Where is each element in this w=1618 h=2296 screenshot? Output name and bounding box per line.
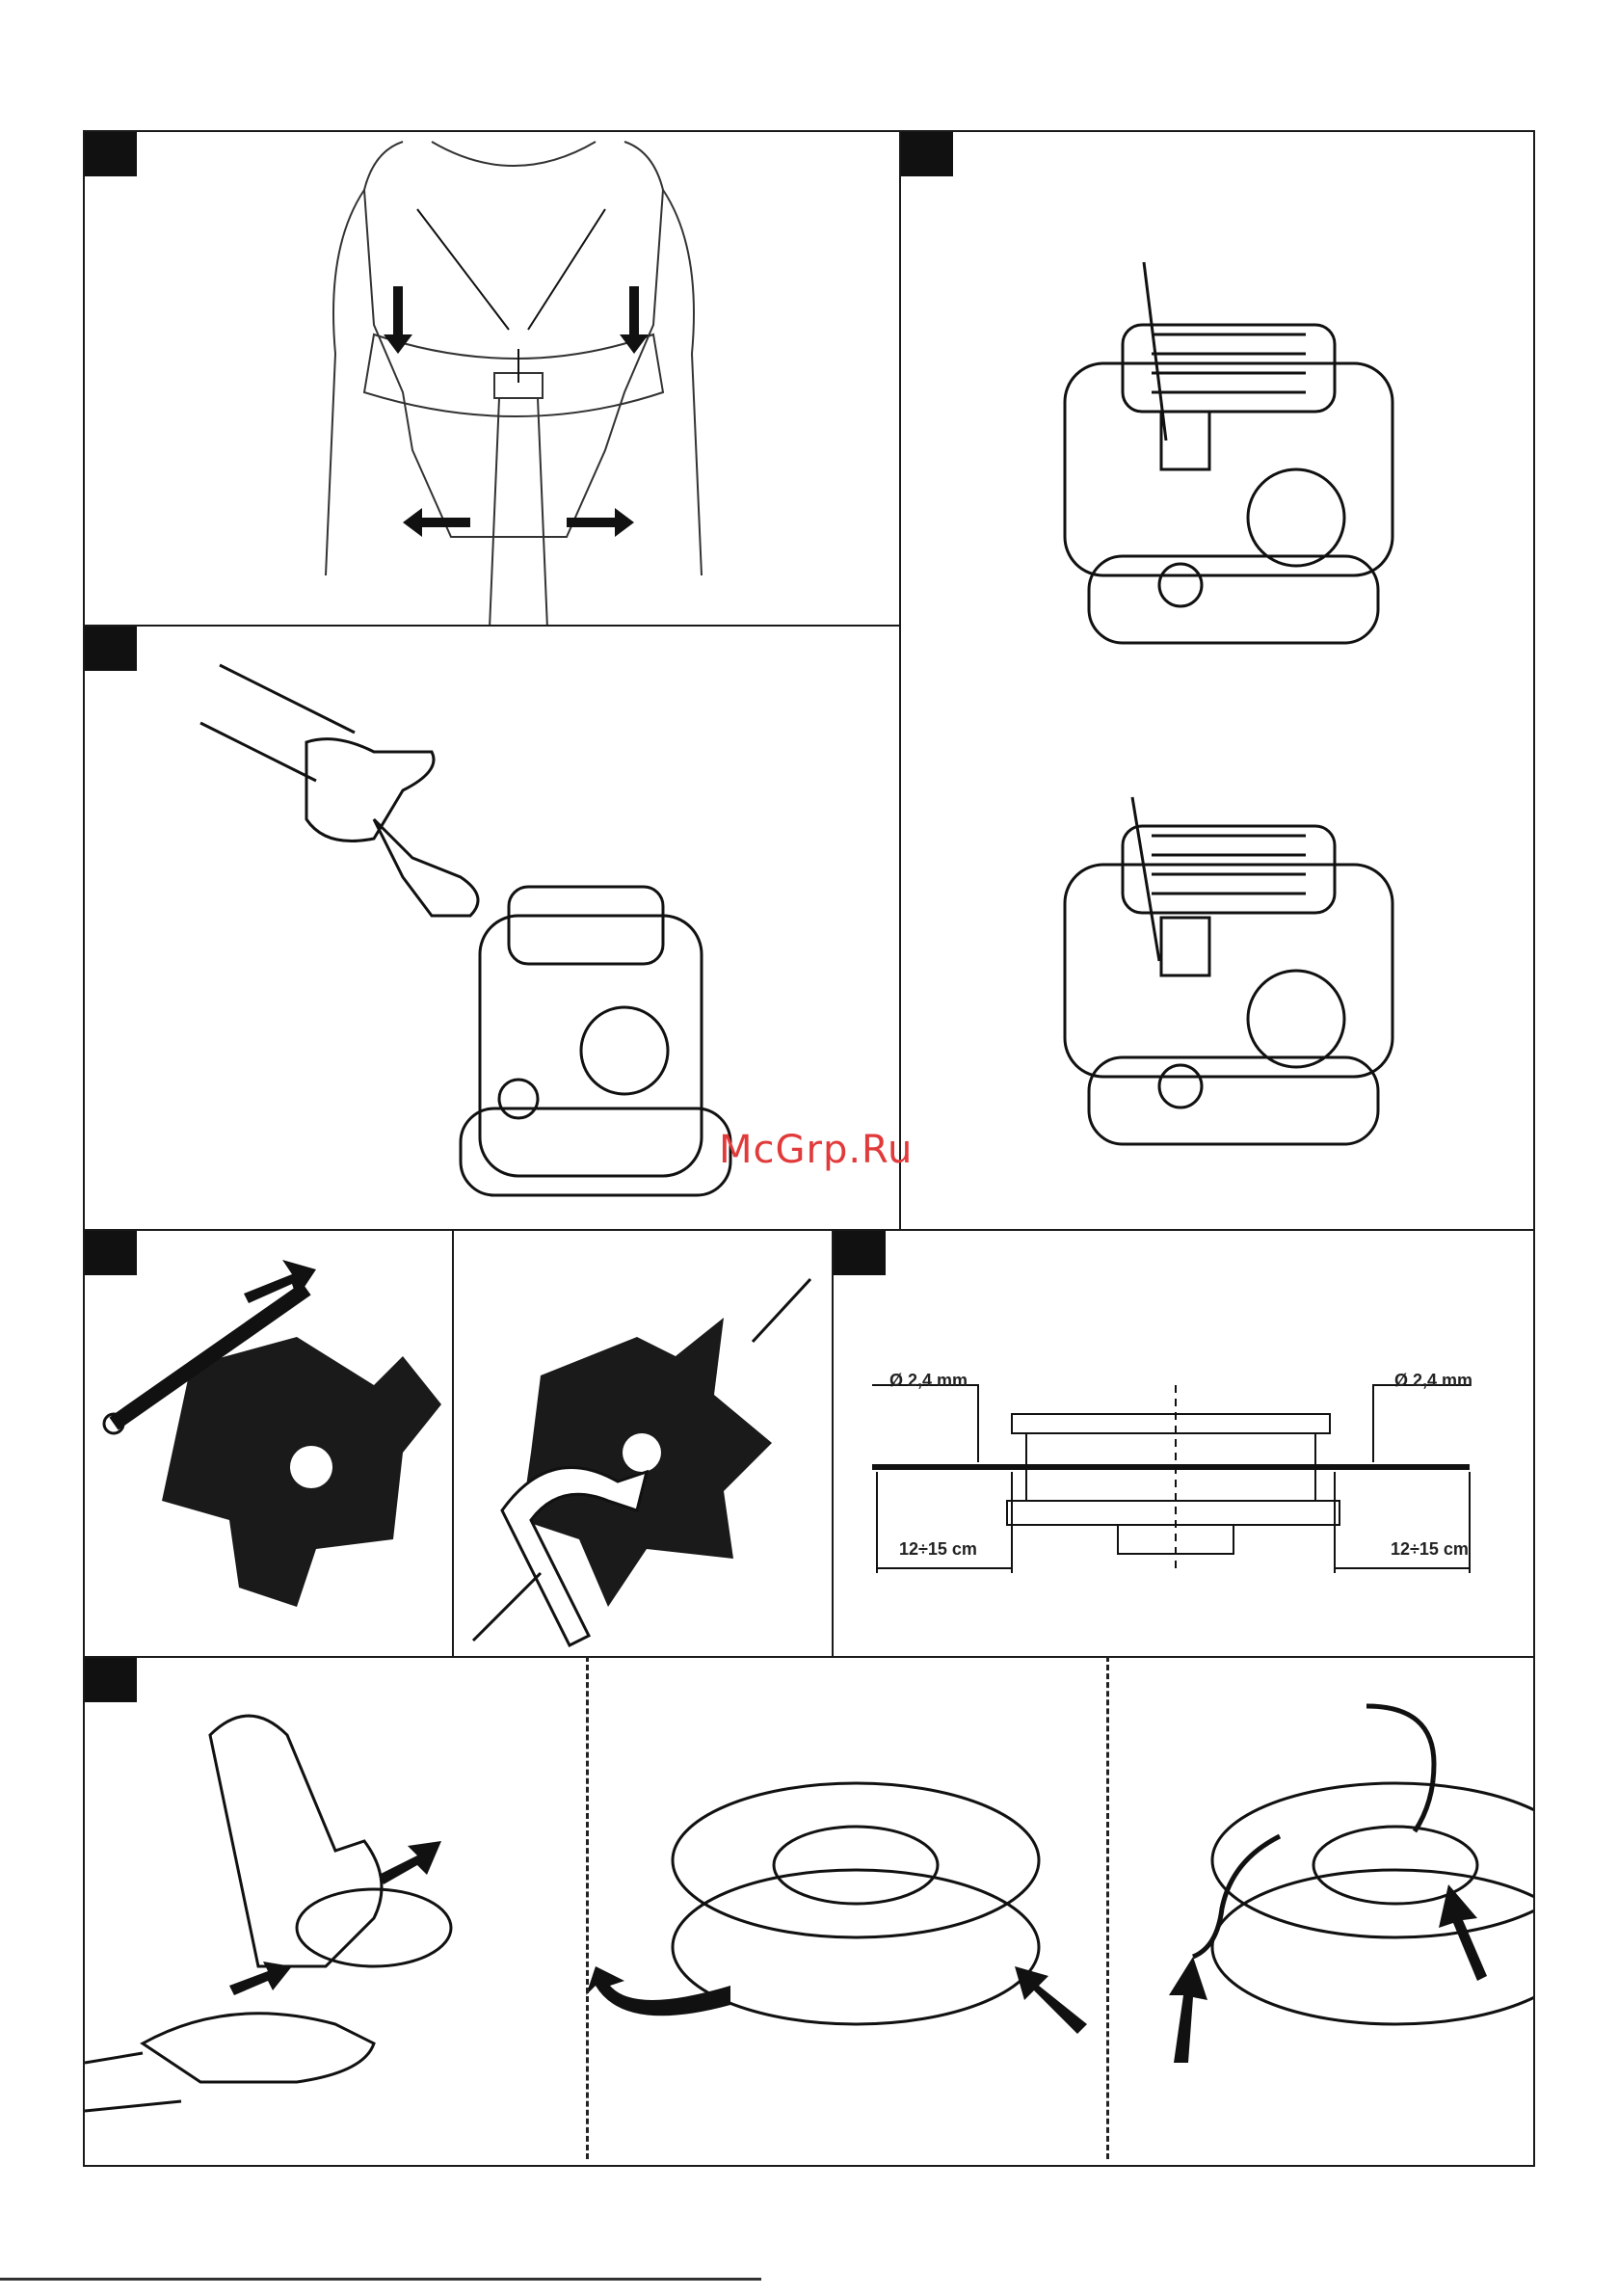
diameter-label-right: Ø 2,4 mm	[1394, 1371, 1472, 1391]
diameter-label-left: Ø 2,4 mm	[889, 1371, 968, 1391]
panel-blade-file	[83, 1229, 454, 1658]
length-label-left: 12÷15 cm	[899, 1539, 977, 1560]
spool-head-illustration	[85, 1658, 1535, 2167]
panel-engine-views	[899, 130, 1535, 1231]
step-divider-1	[586, 1656, 589, 2159]
step-divider-2	[1106, 1656, 1109, 2159]
length-label-right: 12÷15 cm	[1391, 1539, 1469, 1560]
harness-illustration	[85, 132, 901, 627]
footer-rule	[0, 2278, 761, 2281]
panel-spool-head	[83, 1656, 1535, 2167]
panel-harness	[83, 130, 901, 627]
panel-blade-rotate	[452, 1229, 834, 1658]
engine-illustration-top	[901, 132, 1535, 1231]
blade-file-illustration	[85, 1231, 454, 1658]
watermark: McGrp.Ru	[719, 1128, 913, 1172]
line-spec-illustration	[834, 1231, 1535, 1658]
panel-line-spec: Ø 2,4 mm Ø 2,4 mm 12÷15 cm 12÷15 cm	[832, 1229, 1535, 1658]
blade-rotate-illustration	[454, 1231, 834, 1658]
